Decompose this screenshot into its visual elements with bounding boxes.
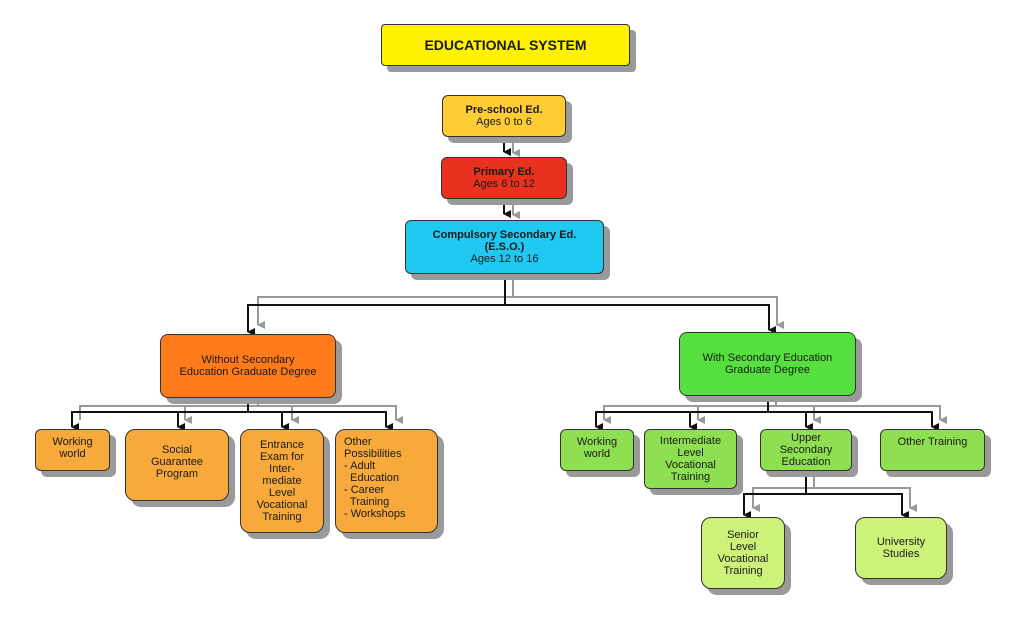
- social-line: Guarantee: [151, 456, 203, 468]
- other-line: - Career: [344, 484, 385, 496]
- without-line2: Education Graduate Degree: [179, 366, 317, 378]
- senior-line: Level: [729, 541, 757, 553]
- social-guarantee-node: Social Guarantee Program: [125, 429, 229, 501]
- with-line2: Graduate Degree: [725, 364, 810, 376]
- entrance-exam-node: Entrance Exam for Inter- mediate Level V…: [240, 429, 324, 533]
- university-line: University: [876, 536, 926, 548]
- other-training-node: Other Training: [880, 429, 985, 471]
- primary-node: Primary Ed. Ages 6 to 12: [441, 157, 567, 199]
- intermediate-line: Training: [670, 471, 711, 483]
- intermediate-line: Level: [677, 447, 704, 459]
- other-possibilities-node: Other Possibilities - Adult Education - …: [335, 429, 438, 533]
- diagram-title: EDUCATIONAL SYSTEM: [381, 24, 630, 66]
- entrance-line: Vocational: [256, 499, 308, 511]
- other-line: - Adult: [344, 460, 376, 472]
- secondary-name: Compulsory Secondary Ed.: [432, 229, 577, 241]
- social-line: Social: [162, 444, 192, 456]
- other-line: Education: [344, 472, 400, 484]
- working-line: Working: [576, 436, 618, 448]
- secondary-abbr: (E.S.O.): [484, 241, 525, 253]
- working-line: world: [583, 448, 611, 460]
- university-line: Studies: [882, 548, 920, 560]
- other-line: - Workshops: [344, 508, 406, 520]
- senior-line: Vocational: [717, 553, 769, 565]
- without-working-world-node: Working world: [35, 429, 110, 471]
- upper-secondary-node: Upper Secondary Education: [760, 429, 852, 471]
- intermediate-line: Vocational: [665, 459, 716, 471]
- senior-line: Training: [723, 565, 763, 577]
- entrance-line: Level: [268, 487, 296, 499]
- upper-line: Education: [781, 456, 831, 468]
- working-line: Working: [52, 436, 93, 448]
- other-line: Training: [344, 496, 390, 508]
- with-line1: With Secondary Education: [702, 352, 833, 364]
- senior-level-node: Senior Level Vocational Training: [701, 517, 785, 589]
- entrance-line: Exam for: [259, 451, 304, 463]
- primary-name: Primary Ed.: [473, 166, 535, 178]
- preschool-node: Pre-school Ed. Ages 0 to 6: [442, 95, 566, 137]
- other-line: Possibilities: [344, 448, 402, 460]
- upper-line: Secondary: [779, 444, 833, 456]
- upper-line: Upper: [791, 432, 821, 444]
- university-studies-node: University Studies: [855, 517, 947, 579]
- other-line: Other: [344, 436, 372, 448]
- preschool-name: Pre-school Ed.: [465, 104, 543, 116]
- entrance-line: Training: [262, 511, 302, 523]
- secondary-ages: Ages 12 to 16: [470, 253, 539, 265]
- intermediate-line: Intermediate: [659, 435, 722, 447]
- senior-line: Senior: [727, 529, 759, 541]
- intermediate-level-node: Intermediate Level Vocational Training: [644, 429, 737, 489]
- other-training-line: Other Training: [897, 436, 968, 448]
- without-line1: Without Secondary: [201, 354, 295, 366]
- title-text: EDUCATIONAL SYSTEM: [424, 37, 587, 53]
- working-line: world: [59, 448, 86, 460]
- with-working-world-node: Working world: [560, 429, 634, 471]
- without-degree-node: Without Secondary Education Graduate Deg…: [160, 334, 336, 398]
- entrance-line: Entrance: [259, 439, 305, 451]
- social-line: Program: [155, 468, 199, 480]
- primary-ages: Ages 6 to 12: [473, 178, 535, 190]
- entrance-line: mediate: [262, 475, 302, 487]
- preschool-ages: Ages 0 to 6: [476, 116, 532, 128]
- entrance-line: Inter-: [269, 463, 295, 475]
- with-degree-node: With Secondary Education Graduate Degree: [679, 332, 856, 396]
- secondary-node: Compulsory Secondary Ed. (E.S.O.) Ages 1…: [405, 220, 604, 274]
